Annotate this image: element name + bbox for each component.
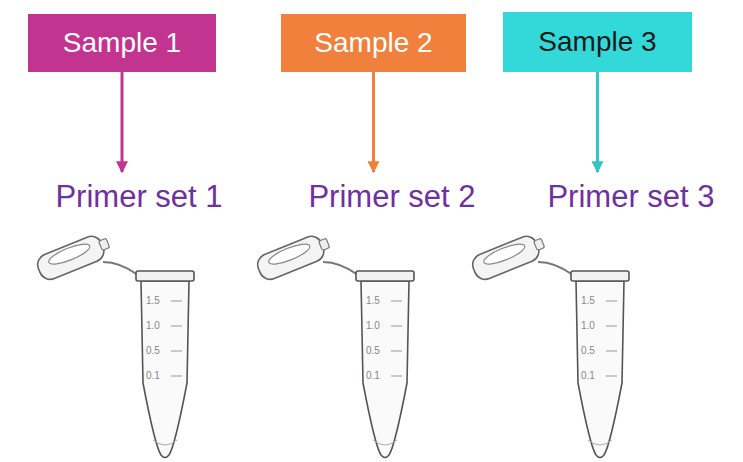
- sample-label: Sample 1: [63, 26, 181, 60]
- volume-mark: 1.0: [581, 321, 595, 331]
- volume-mark: 0.5: [146, 346, 160, 356]
- volume-mark: 1.0: [146, 321, 160, 331]
- volume-mark: 1.0: [366, 321, 380, 331]
- primer-label: Primer set 3: [547, 178, 714, 215]
- sample-label: Sample 2: [314, 26, 432, 60]
- tube-illustration: [20, 178, 280, 462]
- arrow-connector: [121, 72, 124, 172]
- sample-box: Sample 3: [503, 12, 692, 72]
- primer-label: Primer set 2: [308, 178, 475, 215]
- sample-box: Sample 1: [28, 14, 216, 72]
- volume-mark: 0.1: [146, 371, 160, 381]
- sample-box: Sample 2: [281, 14, 466, 72]
- volume-mark: 1.5: [581, 296, 595, 306]
- tube-node: Primer set 1 1.5 1.0 0.5 0.1: [20, 178, 280, 462]
- primer-label: Primer set 1: [55, 178, 222, 215]
- volume-mark: 0.1: [581, 371, 595, 381]
- volume-mark: 0.5: [581, 346, 595, 356]
- tube-illustration: [455, 178, 715, 462]
- volume-mark: 0.1: [366, 371, 380, 381]
- arrow-connector: [372, 72, 375, 172]
- tube-illustration: [240, 178, 500, 462]
- volume-mark: 1.5: [366, 296, 380, 306]
- volume-mark: 0.5: [366, 346, 380, 356]
- sample-label: Sample 3: [538, 25, 656, 59]
- volume-mark: 1.5: [146, 296, 160, 306]
- tube-node: Primer set 3 1.5 1.0 0.5 0.1: [455, 178, 715, 462]
- arrow-connector: [596, 72, 599, 172]
- tube-node: Primer set 2 1.5 1.0 0.5 0.1: [240, 178, 500, 462]
